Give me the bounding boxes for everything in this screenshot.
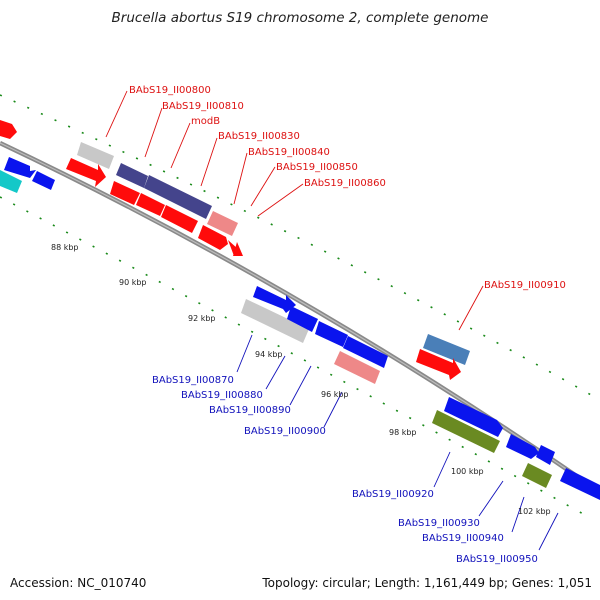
gene-feature <box>444 397 503 437</box>
tick-label-102: 102 kbp <box>518 507 551 516</box>
bottom-labels: BAbS19_II00870 BAbS19_II00880 BAbS19_II0… <box>152 375 538 565</box>
gene-feature <box>343 336 388 368</box>
gene-feature <box>77 142 114 169</box>
bottom-leader-lines <box>236 334 559 551</box>
gene-label-ii00950: BAbS19_II00950 <box>456 554 538 565</box>
gene-label-ii00830: BAbS19_II00830 <box>218 131 300 142</box>
gene-feature <box>432 410 500 453</box>
gene-feature <box>66 158 106 187</box>
tick-label-88: 88 kbp <box>51 243 79 252</box>
gene-feature <box>334 351 380 384</box>
genome-summary-text: Topology: circular; Length: 1,161,449 bp… <box>261 576 592 590</box>
inner-tick-track <box>0 196 586 516</box>
gene-feature <box>315 321 348 347</box>
top-labels: BAbS19_II00800 BAbS19_II00810 modB BAbS1… <box>129 85 566 291</box>
gene-label-ii00840: BAbS19_II00840 <box>248 147 330 158</box>
gene-label-ii00900: BAbS19_II00900 <box>244 426 326 437</box>
outer-genes <box>0 120 600 500</box>
gene-label-ii00930: BAbS19_II00930 <box>398 518 480 529</box>
gene-label-ii00880: BAbS19_II00880 <box>181 390 263 401</box>
top-leader-lines <box>105 90 484 331</box>
gene-feature <box>110 181 140 205</box>
gene-feature <box>136 193 165 216</box>
gene-feature <box>161 205 198 233</box>
gene-feature <box>32 171 55 190</box>
gene-feature <box>198 225 228 250</box>
gene-feature <box>233 242 243 256</box>
tick-label-90: 90 kbp <box>119 278 147 287</box>
tick-label-98: 98 kbp <box>389 428 417 437</box>
gene-label-ii00910: BAbS19_II00910 <box>484 280 566 291</box>
gene-feature <box>536 445 555 465</box>
gene-feature <box>253 286 296 313</box>
gene-feature <box>241 299 309 343</box>
map-title: Brucella abortus S19 chromosome 2, compl… <box>112 10 489 26</box>
gene-feature <box>4 157 36 178</box>
gene-feature <box>287 306 318 332</box>
accession-text: Accession: NC_010740 <box>10 576 146 590</box>
gene-label-ii00890: BAbS19_II00890 <box>209 405 291 416</box>
gene-feature <box>0 170 22 193</box>
gene-label-ii00850: BAbS19_II00850 <box>276 162 358 173</box>
gene-label-ii00920: BAbS19_II00920 <box>352 489 434 500</box>
outer-tick-track <box>0 94 600 401</box>
gene-label-ii00870: BAbS19_II00870 <box>152 375 234 386</box>
gene-label-ii00810: BAbS19_II00810 <box>162 101 244 112</box>
gene-feature <box>560 468 600 500</box>
tick-label-100: 100 kbp <box>451 467 484 476</box>
gene-feature <box>423 334 470 365</box>
genome-backbone-highlight <box>0 142 600 493</box>
gene-feature <box>116 163 148 188</box>
gene-label-ii00860: BAbS19_II00860 <box>304 178 386 189</box>
gene-feature <box>207 211 238 236</box>
gene-label-modb: modB <box>191 116 220 127</box>
tick-label-96: 96 kbp <box>321 390 349 399</box>
tick-label-92: 92 kbp <box>188 314 216 323</box>
gene-feature <box>522 463 552 488</box>
gene-label-ii00800: BAbS19_II00800 <box>129 85 211 96</box>
gene-feature <box>0 120 17 139</box>
tick-labels: 88 kbp 90 kbp 92 kbp 94 kbp 96 kbp 98 kb… <box>51 243 551 516</box>
gene-feature <box>144 175 212 219</box>
gene-feature <box>416 349 461 380</box>
gene-label-ii00940: BAbS19_II00940 <box>422 533 504 544</box>
tick-label-94: 94 kbp <box>255 350 283 359</box>
gene-feature <box>506 434 539 459</box>
